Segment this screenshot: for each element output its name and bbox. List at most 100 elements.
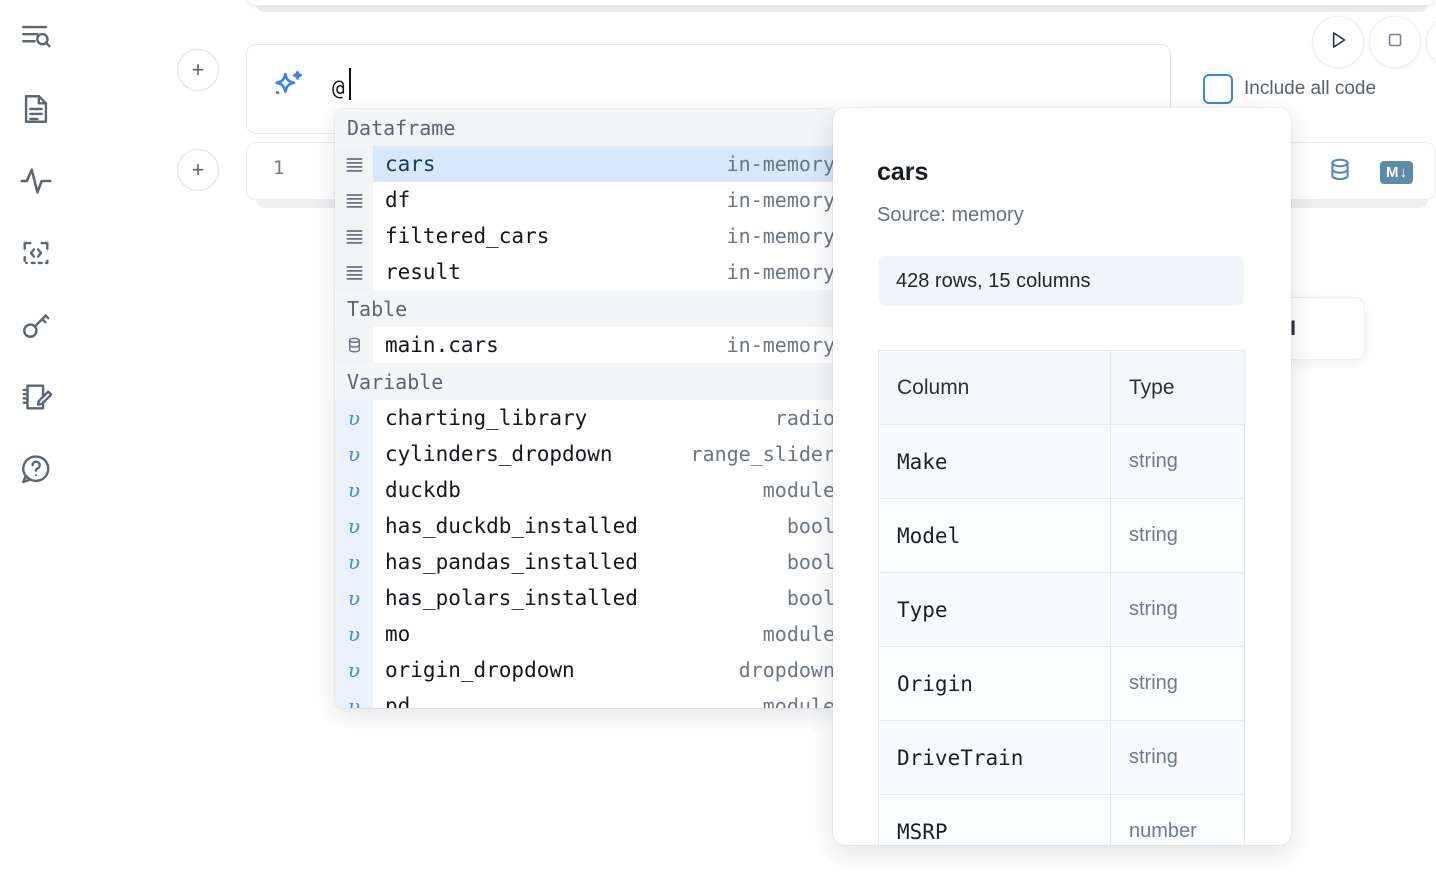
dropdown-item-label: df — [385, 188, 411, 212]
key-icon[interactable] — [12, 301, 60, 349]
markdown-badge-arrow: ↓ — [1399, 164, 1408, 181]
dropdown-item-meta: bool — [786, 550, 835, 574]
schema-column-type: string — [1110, 646, 1245, 721]
schema-column-name: Origin — [878, 646, 1111, 721]
dropdown-item-label: cylinders_dropdown — [385, 442, 613, 466]
stop-square-icon — [1383, 28, 1407, 57]
notebook-edit-icon[interactable] — [12, 373, 60, 421]
schema-column-name: Type — [878, 572, 1111, 647]
dropdown-item-label: result — [385, 260, 461, 284]
dropdown-item-meta: in-memory — [726, 260, 835, 284]
dropdown-item-meta: module — [762, 622, 835, 646]
dropdown-item-df[interactable]: df in-memory — [335, 182, 835, 218]
variable-icon: υ — [335, 544, 373, 580]
dataframe-icon — [335, 146, 373, 182]
dropdown-item-label: charting_library — [385, 406, 588, 430]
dropdown-item-main.cars[interactable]: main.cars in-memory — [335, 327, 835, 363]
dropdown-item-label: duckdb — [385, 478, 461, 502]
run-button[interactable] — [1312, 16, 1364, 68]
variable-icon: υ — [335, 652, 373, 688]
add-cell-button-top[interactable]: + — [177, 49, 219, 91]
database-icon[interactable] — [1326, 156, 1354, 189]
variable-icon: υ — [335, 472, 373, 508]
dataframe-icon — [335, 182, 373, 218]
cell-stub-above — [246, 0, 1436, 6]
sparkle-icon — [267, 67, 307, 107]
dropdown-item-meta: dropdown — [738, 658, 835, 682]
schema-column-type: string — [1110, 498, 1245, 573]
autocomplete-dropdown[interactable]: Dataframe cars in-memory df in-memory filtere… — [335, 109, 835, 708]
overflow-button[interactable] — [1426, 16, 1436, 68]
help-chat-icon[interactable] — [12, 445, 60, 493]
dropdown-item-label: origin_dropdown — [385, 658, 575, 682]
dropdown-item-cars[interactable]: cars in-memory — [335, 146, 835, 182]
dropdown-item-label: has_duckdb_installed — [385, 514, 638, 538]
line-number: 1 — [273, 157, 285, 179]
dropdown-item-meta: module — [762, 694, 835, 708]
stop-button[interactable] — [1369, 16, 1421, 68]
document-icon[interactable] — [12, 85, 60, 133]
table-header-row: Column Type — [878, 350, 1245, 425]
cell-toolbar: M ↓ — [1326, 156, 1413, 189]
activity-icon[interactable] — [12, 157, 60, 205]
code-brackets-icon[interactable] — [12, 229, 60, 277]
dropdown-item-meta: in-memory — [726, 333, 835, 357]
dropdown-item-origin_dropdown[interactable]: υ origin_dropdown dropdown — [335, 652, 835, 688]
play-icon — [1325, 27, 1351, 58]
schema-column-name: Make — [878, 424, 1111, 499]
dropdown-item-meta: module — [762, 478, 835, 502]
add-cell-button-bottom[interactable]: + — [177, 149, 219, 191]
variable-icon: υ — [335, 580, 373, 616]
dataframe-icon — [335, 254, 373, 290]
markdown-badge[interactable]: M ↓ — [1380, 161, 1413, 184]
variable-icon: υ — [335, 616, 373, 652]
include-all-code-checkbox[interactable] — [1203, 74, 1233, 104]
schema-column-type: number — [1110, 794, 1245, 845]
dataframe-preview-panel: cars Source: memory 428 rows, 15 columns… — [833, 108, 1291, 845]
table-icon — [335, 327, 373, 363]
dropdown-item-result[interactable]: result in-memory — [335, 254, 835, 290]
dropdown-section-header: Variable — [335, 363, 835, 400]
dropdown-item-label: cars — [385, 152, 436, 176]
schema-column-type: string — [1110, 424, 1245, 499]
include-all-code-label: Include all code — [1244, 78, 1377, 99]
dropdown-section-header: Dataframe — [335, 109, 835, 146]
dropdown-item-charting_library[interactable]: υ charting_library radio — [335, 400, 835, 436]
markdown-badge-letter: M — [1386, 164, 1399, 181]
ai-prompt-input[interactable] — [332, 71, 1132, 105]
include-all-code-row[interactable]: Include all code — [1203, 74, 1376, 104]
dropdown-item-label: pd — [385, 694, 411, 708]
dropdown-item-label: filtered_cars — [385, 224, 550, 248]
dropdown-item-meta: bool — [786, 514, 835, 538]
explorer-search-icon[interactable] — [12, 13, 60, 61]
dataframe-icon — [335, 218, 373, 254]
dropdown-item-meta: radio — [774, 406, 835, 430]
dropdown-item-meta: in-memory — [726, 152, 835, 176]
dropdown-item-meta: in-memory — [726, 188, 835, 212]
variable-icon: υ — [335, 400, 373, 436]
column-header-column: Column — [878, 350, 1111, 425]
schema-column-name: MSRP — [878, 794, 1111, 845]
dropdown-item-label: main.cars — [385, 333, 499, 357]
left-icon-rail — [0, 0, 72, 874]
schema-column-type: string — [1110, 720, 1245, 795]
schema-column-type: string — [1110, 572, 1245, 647]
dropdown-section-header: Table — [335, 290, 835, 327]
preview-title: cars — [877, 158, 929, 186]
